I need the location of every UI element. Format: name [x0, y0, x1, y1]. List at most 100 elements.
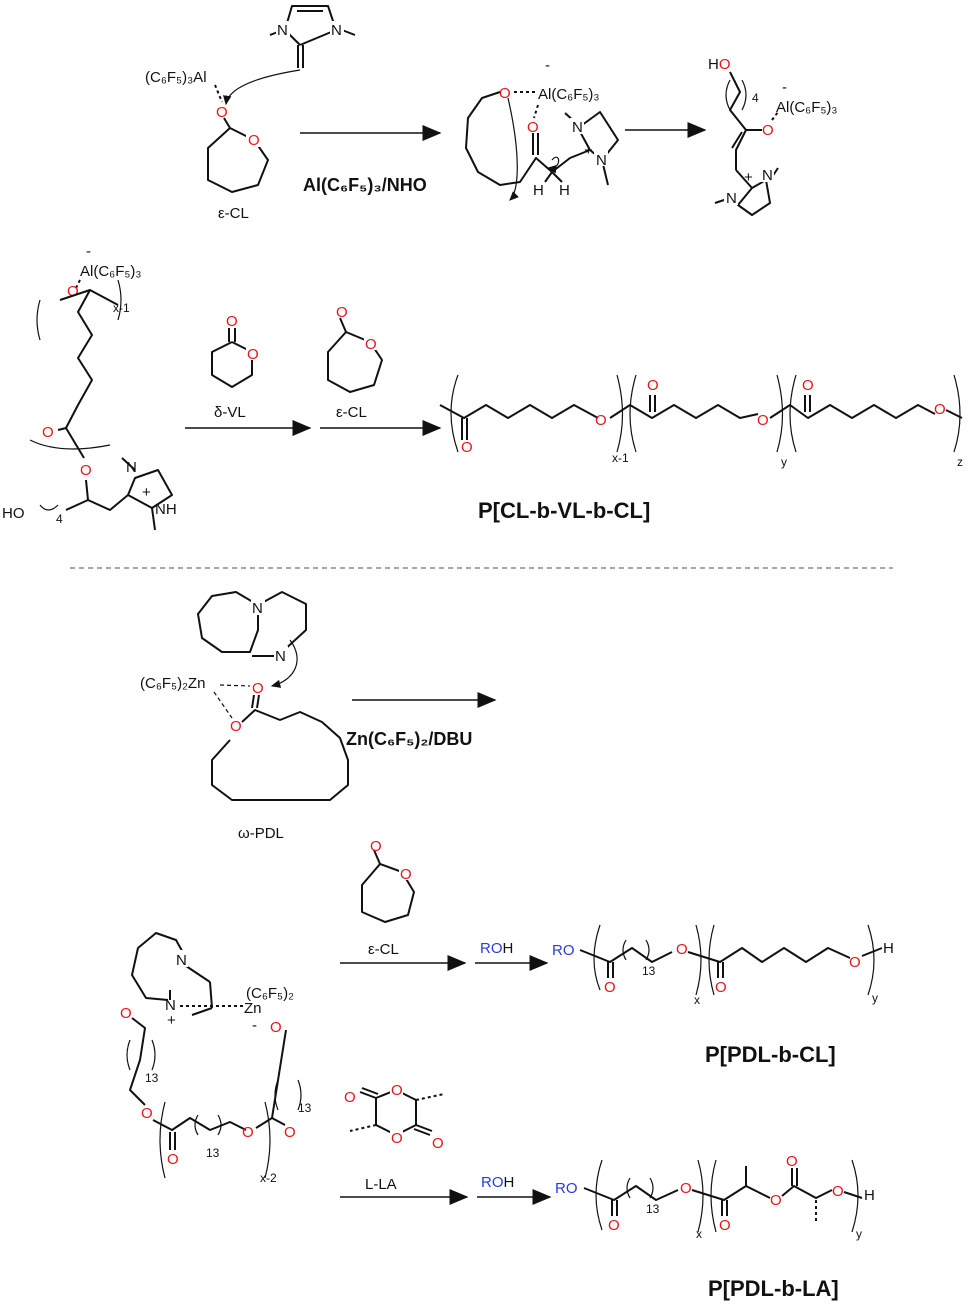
atom-o: O	[802, 377, 814, 394]
atom-o: O	[786, 1153, 798, 1170]
subscript: x	[696, 1227, 702, 1241]
atom-zn: Zn	[244, 1000, 262, 1017]
atom-o: O	[934, 401, 946, 418]
product-label: P[PDL-b-LA]	[708, 1276, 839, 1301]
al-complex: Al(C₆F₅)₃	[538, 86, 600, 103]
product-label: P[PDL-b-CL]	[705, 1042, 836, 1067]
repeat-count: 13	[298, 1101, 312, 1115]
lactide-monomer: O O O O L-LA	[344, 1080, 445, 1193]
atom-o: O	[247, 346, 259, 363]
atom-o: O	[604, 979, 616, 996]
catalyst-label: Al(C₆F₅)₃/NHO	[303, 175, 427, 195]
valerolactone-monomer: O O δ-VL	[211, 313, 259, 421]
atom-n: N	[275, 648, 286, 665]
atom-o: O	[42, 424, 54, 441]
repeat-count: 4	[56, 512, 63, 526]
subscript: x-1	[113, 301, 130, 315]
atom-o: O	[680, 1180, 692, 1197]
atom-n: N	[596, 152, 607, 169]
atom-o: O	[715, 979, 727, 996]
atom-o: O	[141, 1105, 153, 1122]
positive-charge: +	[142, 484, 151, 501]
atom-o: O	[226, 313, 238, 330]
positive-charge: +	[167, 1012, 176, 1029]
atom-o: O	[719, 1217, 731, 1234]
al-complex: Al(C₆F₅)₃	[80, 263, 142, 280]
negative-charge: -	[545, 57, 550, 74]
al-complex: Al(C₆F₅)₃	[776, 99, 838, 116]
caprolactone-monomer: O O ε-CL	[361, 838, 415, 958]
atom-o: O	[461, 439, 473, 456]
positive-charge: +	[584, 142, 593, 159]
end-group-ro: RO	[555, 1180, 578, 1197]
pdl-cl-copolymer: RO O 13 O x O O H y	[552, 924, 894, 1007]
repeat-count: 4	[752, 91, 759, 105]
atom-o: O	[770, 1192, 782, 1209]
atom-n: N	[165, 997, 176, 1014]
atom-o: O	[370, 838, 382, 855]
atom-o: O	[432, 1135, 444, 1152]
subscript: x-2	[260, 1171, 277, 1185]
atom-o: O	[120, 1005, 132, 1022]
atom-o: O	[216, 104, 228, 121]
atom-n: N	[331, 22, 342, 39]
atom-o: O	[365, 336, 377, 353]
repeat-count: 13	[145, 1071, 159, 1085]
dbu-zn-complex: N N (C₆F₅)₂Zn O O ω-PDL	[140, 591, 349, 842]
monomer-label: δ-VL	[214, 404, 246, 421]
atom-o: O	[762, 122, 774, 139]
subscript: x-1	[612, 451, 629, 465]
atom-o: O	[248, 132, 260, 149]
catalyst-label: Zn(C₆F₅)₂/DBU	[346, 729, 472, 749]
atom-o: O	[242, 1124, 254, 1141]
atom-o: O	[595, 412, 607, 429]
atom-o: O	[167, 1151, 179, 1168]
atom-o: O	[391, 1130, 403, 1147]
atom-h: H	[533, 182, 544, 199]
initiator-label: ROH	[481, 1174, 514, 1191]
zwitterionic-macrocycle: N N + (C₆F₅)₂ Zn - O O 13 O O 13 O O 13 …	[120, 932, 312, 1185]
atom-o: O	[676, 941, 688, 958]
monomer-label: ε-CL	[336, 404, 367, 421]
atom-o: O	[400, 866, 412, 883]
initiator-label: ROH	[480, 940, 513, 957]
nho-catalyst: N N	[269, 5, 356, 68]
atom-n: N	[252, 600, 263, 617]
hydroxyl-ho: HO	[2, 505, 25, 522]
atom-o: O	[252, 680, 264, 697]
subscript: y	[856, 1227, 862, 1241]
atom-o: O	[336, 304, 348, 321]
caprolactone-monomer: O O ε-CL	[327, 304, 383, 421]
atom-o: O	[344, 1089, 356, 1106]
atom-o: O	[80, 462, 92, 479]
pdl-la-copolymer: RO O 13 O x O O O O H y	[555, 1153, 875, 1241]
subscript: x	[694, 993, 700, 1007]
atom-n: N	[126, 459, 137, 476]
atom-o: O	[284, 1124, 296, 1141]
atom-n: N	[277, 22, 288, 39]
negative-charge: -	[86, 243, 91, 260]
atom-n: N	[762, 167, 773, 184]
atom-o: O	[608, 1217, 620, 1234]
atom-o: O	[527, 119, 539, 136]
negative-charge: -	[252, 1017, 257, 1034]
monomer-label: ε-CL	[368, 941, 399, 958]
subscript: z	[957, 455, 963, 469]
atom-n: N	[572, 119, 583, 136]
lewis-acid-label: (C₆F₅)₃Al	[145, 69, 207, 86]
repeat-count: 13	[642, 964, 656, 978]
atom-h: H	[883, 940, 894, 957]
monomer-label: ε-CL	[218, 205, 249, 222]
product-label: P[CL-b-VL-b-CL]	[478, 498, 650, 523]
atom-n: N	[176, 952, 187, 969]
subscript: y	[872, 991, 878, 1005]
propagating-species: - Al(C₆F₅)₃ O x-1 O O N + NH HO 4	[2, 243, 177, 531]
enolate-product: HO 4 - Al(C₆F₅)₃ O + N N	[708, 56, 838, 216]
atom-o: O	[849, 954, 861, 971]
atom-o: O	[647, 377, 659, 394]
curved-arrow	[223, 69, 301, 106]
zn-ligands: (C₆F₅)₂	[246, 985, 294, 1002]
monomer-label: L-LA	[365, 1176, 397, 1193]
caprolactone-monomer: O O ε-CL	[207, 104, 269, 222]
